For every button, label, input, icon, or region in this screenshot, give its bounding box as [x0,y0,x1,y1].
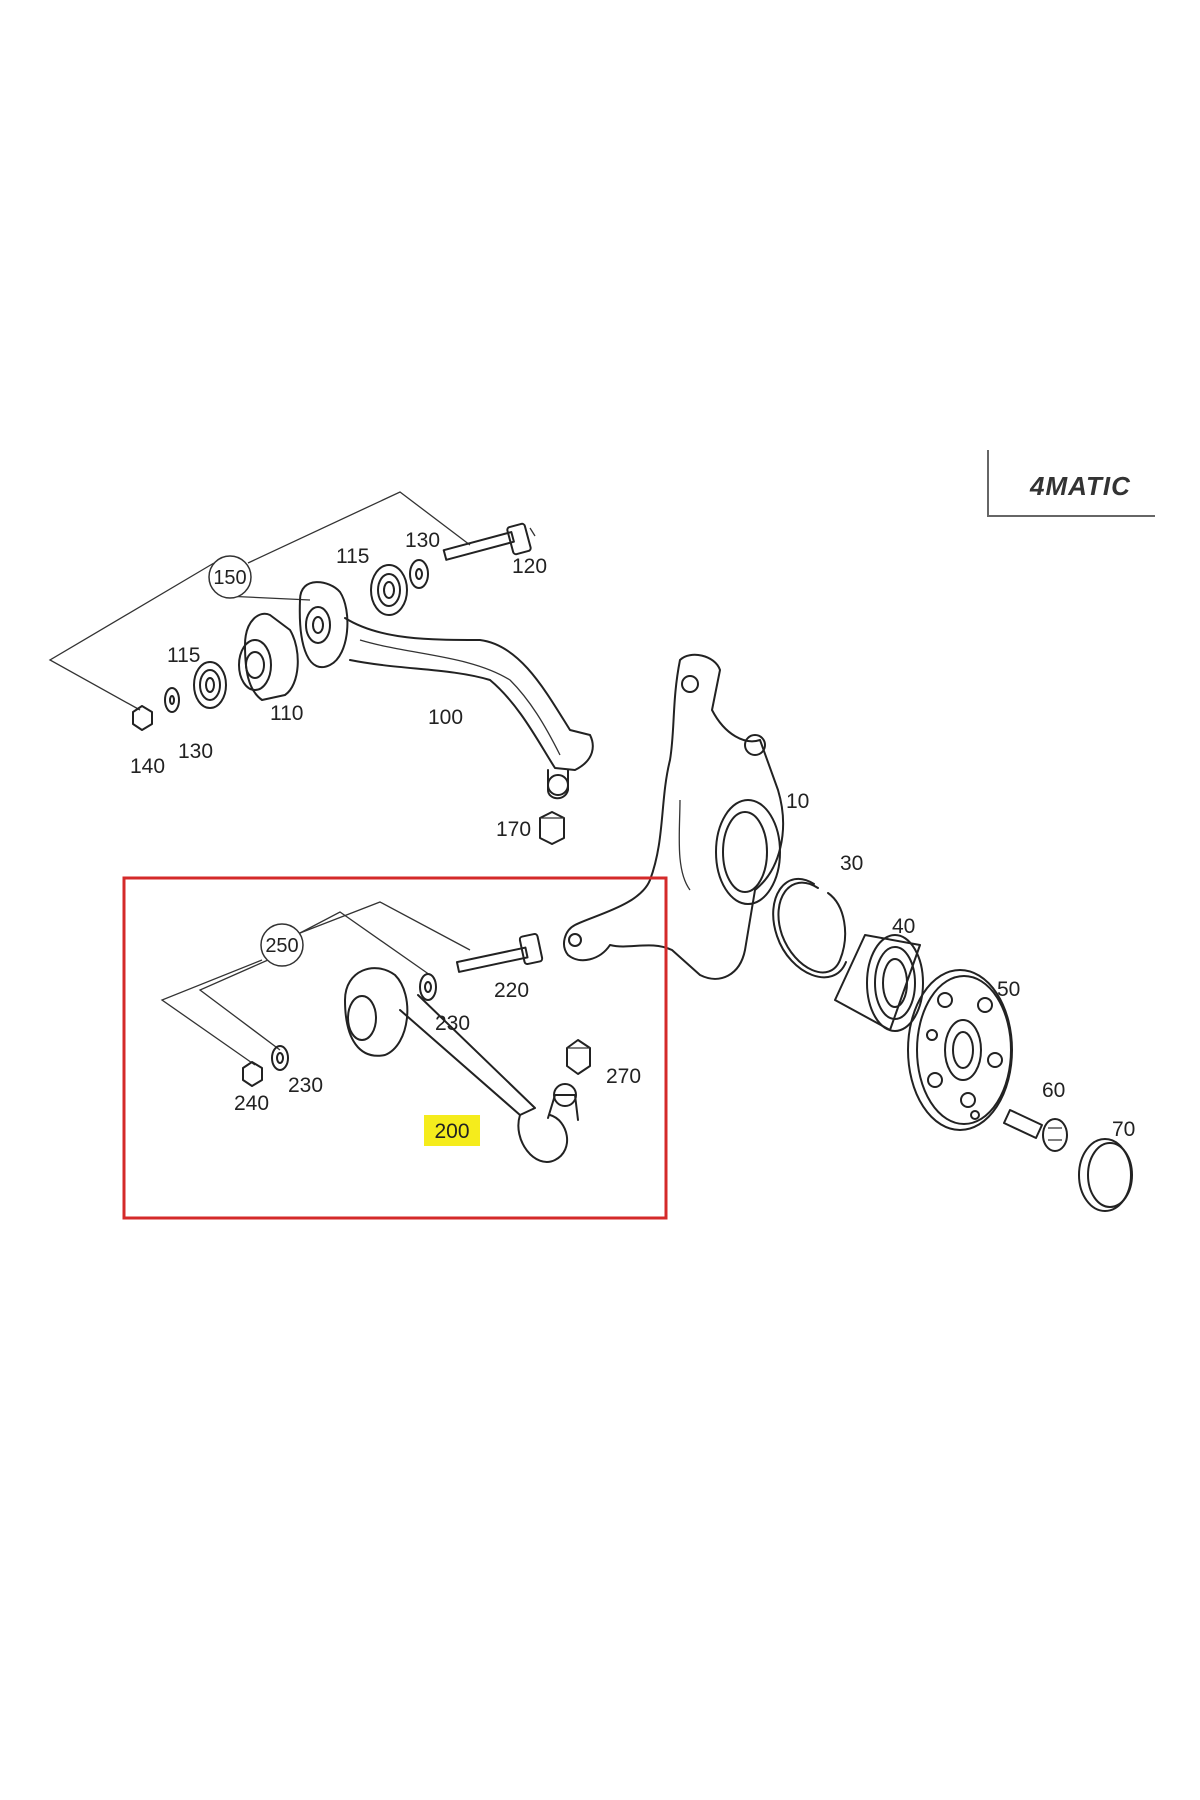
nut-140 [132,705,153,731]
callout-200-highlighted: 200 [424,1115,480,1146]
callout-40: 40 [892,915,915,938]
callout-50: 50 [997,978,1020,1001]
callout-130a: 130 [405,529,440,552]
callout-text-200: 200 [434,1120,469,1143]
nut-240 [242,1061,263,1087]
callout-270: 270 [606,1065,641,1088]
hub-cap-70 [1078,1138,1133,1212]
bushing-115-lower [193,661,227,709]
callout-150: 150 [208,555,252,599]
washer-230-lower [271,1045,289,1071]
control-arm-200 [344,967,579,1163]
callout-10: 10 [786,790,809,813]
steering-knuckle-10 [563,653,785,980]
nut-170 [539,811,565,845]
bushing-115-upper [370,564,408,616]
callout-70: 70 [1112,1118,1135,1141]
callout-130b: 130 [178,740,213,763]
leader-lines-250 [160,901,471,1066]
callout-140: 140 [130,755,165,778]
washer-130-upper [409,559,429,589]
callout-240: 240 [234,1092,269,1115]
washer-130-lower [164,687,180,713]
model-badge: 4MATIC [987,450,1155,517]
leader-lines-150 [48,491,471,711]
callout-text-150: 150 [213,567,246,589]
callout-60: 60 [1042,1079,1065,1102]
bolt-120 [442,522,536,561]
callout-30: 30 [840,852,863,875]
callout-115a: 115 [336,545,369,568]
callout-250: 250 [260,923,304,967]
wheel-bearing-40 [834,934,924,1032]
callout-100: 100 [428,706,463,729]
hub-50 [907,969,1013,1131]
callout-120: 120 [512,555,547,578]
callout-115b: 115 [167,644,200,667]
control-arm-100 [298,581,594,800]
bolt-220 [455,932,544,973]
callout-text-250: 250 [265,935,298,957]
callout-220: 220 [494,979,529,1002]
hub-bolt-60 [1003,1109,1068,1152]
snap-ring-30 [772,877,847,979]
badge-text: 4MATIC [1029,471,1131,501]
callout-230b: 230 [288,1074,323,1097]
nut-270 [566,1039,591,1075]
washer-230-upper [419,973,437,1001]
callout-170: 170 [496,818,531,841]
callout-110: 110 [270,702,303,725]
bushing-110 [238,612,299,701]
callout-230a: 230 [435,1012,470,1035]
highlight-box [122,876,668,1220]
